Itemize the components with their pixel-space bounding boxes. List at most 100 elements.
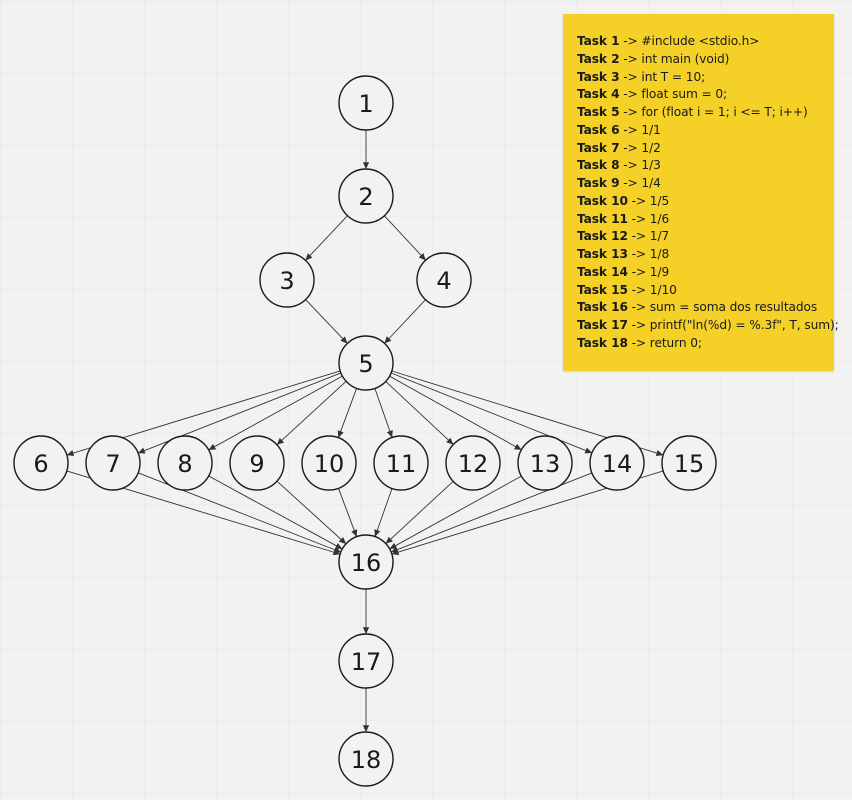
task-separator: -> [627, 318, 650, 332]
node-label: 7 [105, 450, 120, 478]
node-label: 14 [602, 450, 633, 478]
node-circle [85, 435, 141, 491]
task-line: Task 5 -> for (float i = 1; i <= T; i++) [577, 104, 834, 122]
edge-5-to-13[interactable] [389, 375, 522, 450]
task-text: 1/10 [649, 282, 677, 297]
task-separator: -> [619, 34, 642, 48]
task-text: 1/5 [649, 193, 670, 208]
task-separator: -> [627, 247, 650, 261]
node-label: 6 [33, 450, 48, 478]
edge-11-to-16[interactable] [374, 488, 393, 537]
task-line: Task 3 -> int T = 10; [577, 69, 834, 87]
node-circle [373, 435, 429, 491]
node-4[interactable]: 4 [416, 252, 472, 308]
edge-4-to-5[interactable] [384, 299, 426, 344]
edge-12-to-16[interactable] [385, 480, 454, 544]
task-separator: -> [619, 140, 642, 155]
edge-2-to-4[interactable] [384, 215, 426, 261]
edge-5-to-9[interactable] [276, 380, 347, 445]
node-label: 1 [358, 90, 373, 118]
task-label: Task 3 [577, 69, 620, 84]
node-15[interactable]: 15 [661, 435, 717, 491]
node-13[interactable]: 13 [517, 435, 573, 491]
node-circle [338, 168, 394, 224]
task-label: Task 10 [577, 193, 628, 208]
task-separator: -> [619, 176, 642, 190]
node-circle [338, 731, 394, 787]
node-2[interactable]: 2 [338, 168, 394, 224]
edge-8-to-16[interactable] [208, 475, 343, 550]
task-separator: -> [627, 335, 650, 350]
node-label: 15 [674, 450, 705, 478]
edge-2-to-3[interactable] [305, 215, 348, 261]
node-8[interactable]: 8 [157, 435, 213, 491]
task-label: Task 1 [577, 34, 620, 48]
task-text: 1/9 [649, 264, 670, 279]
task-label: Task 2 [577, 51, 620, 66]
node-5[interactable]: 5 [338, 335, 394, 391]
task-text: 1/1 [641, 122, 661, 137]
task-separator: -> [619, 69, 642, 84]
node-circle [338, 335, 394, 391]
task-line: Task 15 -> 1/10 [577, 282, 834, 300]
task-legend-note[interactable]: Task 1 -> #include <stdio.h>Task 2 -> in… [563, 14, 839, 371]
task-text: float sum = 0; [641, 87, 728, 102]
task-separator: -> [619, 51, 642, 66]
node-12[interactable]: 12 [445, 435, 501, 491]
task-list: Task 1 -> #include <stdio.h>Task 2 -> in… [577, 33, 839, 353]
node-18[interactable]: 18 [338, 731, 394, 787]
task-text: #include <stdio.h> [641, 34, 760, 48]
node-circle [157, 435, 213, 491]
task-separator: -> [619, 105, 642, 119]
node-label: 13 [530, 450, 561, 478]
node-label: 5 [358, 350, 373, 378]
node-circle [338, 534, 394, 590]
task-separator: -> [627, 229, 650, 244]
node-14[interactable]: 14 [589, 435, 645, 491]
task-text: 1/2 [641, 140, 661, 155]
task-line: Task 16 -> sum = soma dos resultados [577, 299, 834, 317]
node-1[interactable]: 1 [338, 75, 394, 131]
task-line: Task 1 -> #include <stdio.h> [577, 33, 834, 51]
node-17[interactable]: 17 [338, 633, 394, 689]
edge-10-to-16[interactable] [338, 488, 358, 537]
task-separator: -> [619, 87, 642, 102]
task-line: Task 18 -> return 0; [577, 335, 834, 353]
edge-5-to-12[interactable] [385, 381, 454, 445]
edge-13-to-16[interactable] [389, 475, 522, 550]
edge-9-to-16[interactable] [276, 480, 347, 544]
node-circle [301, 435, 357, 491]
node-circle [13, 435, 69, 491]
node-16[interactable]: 16 [338, 534, 394, 590]
node-10[interactable]: 10 [301, 435, 357, 491]
task-line: Task 7 -> 1/2 [577, 140, 834, 158]
task-label: Task 14 [577, 264, 628, 279]
node-3[interactable]: 3 [259, 252, 315, 308]
task-separator: -> [627, 193, 650, 208]
task-text: int main (void) [641, 51, 730, 66]
node-6[interactable]: 6 [13, 435, 69, 491]
node-9[interactable]: 9 [229, 435, 285, 491]
edge-5-to-8[interactable] [208, 375, 343, 451]
edge-5-to-11[interactable] [374, 388, 393, 438]
task-line: Task 10 -> 1/5 [577, 193, 834, 211]
node-label: 12 [458, 450, 489, 478]
node-circle [416, 252, 472, 308]
node-circle [589, 435, 645, 491]
node-11[interactable]: 11 [373, 435, 429, 491]
task-label: Task 15 [577, 282, 628, 297]
node-label: 16 [351, 549, 382, 577]
task-label: Task 7 [577, 140, 620, 155]
task-line: Task 13 -> 1/8 [577, 246, 834, 264]
task-text: 1/8 [649, 247, 670, 261]
node-label: 18 [351, 746, 382, 774]
node-circle [661, 435, 717, 491]
node-label: 11 [386, 450, 417, 478]
task-separator: -> [627, 264, 650, 279]
node-7[interactable]: 7 [85, 435, 141, 491]
edge-5-to-10[interactable] [337, 388, 358, 438]
task-text: 1/6 [649, 211, 670, 226]
edge-3-to-5[interactable] [305, 299, 348, 344]
node-label: 2 [358, 183, 373, 211]
task-label: Task 4 [577, 87, 620, 102]
